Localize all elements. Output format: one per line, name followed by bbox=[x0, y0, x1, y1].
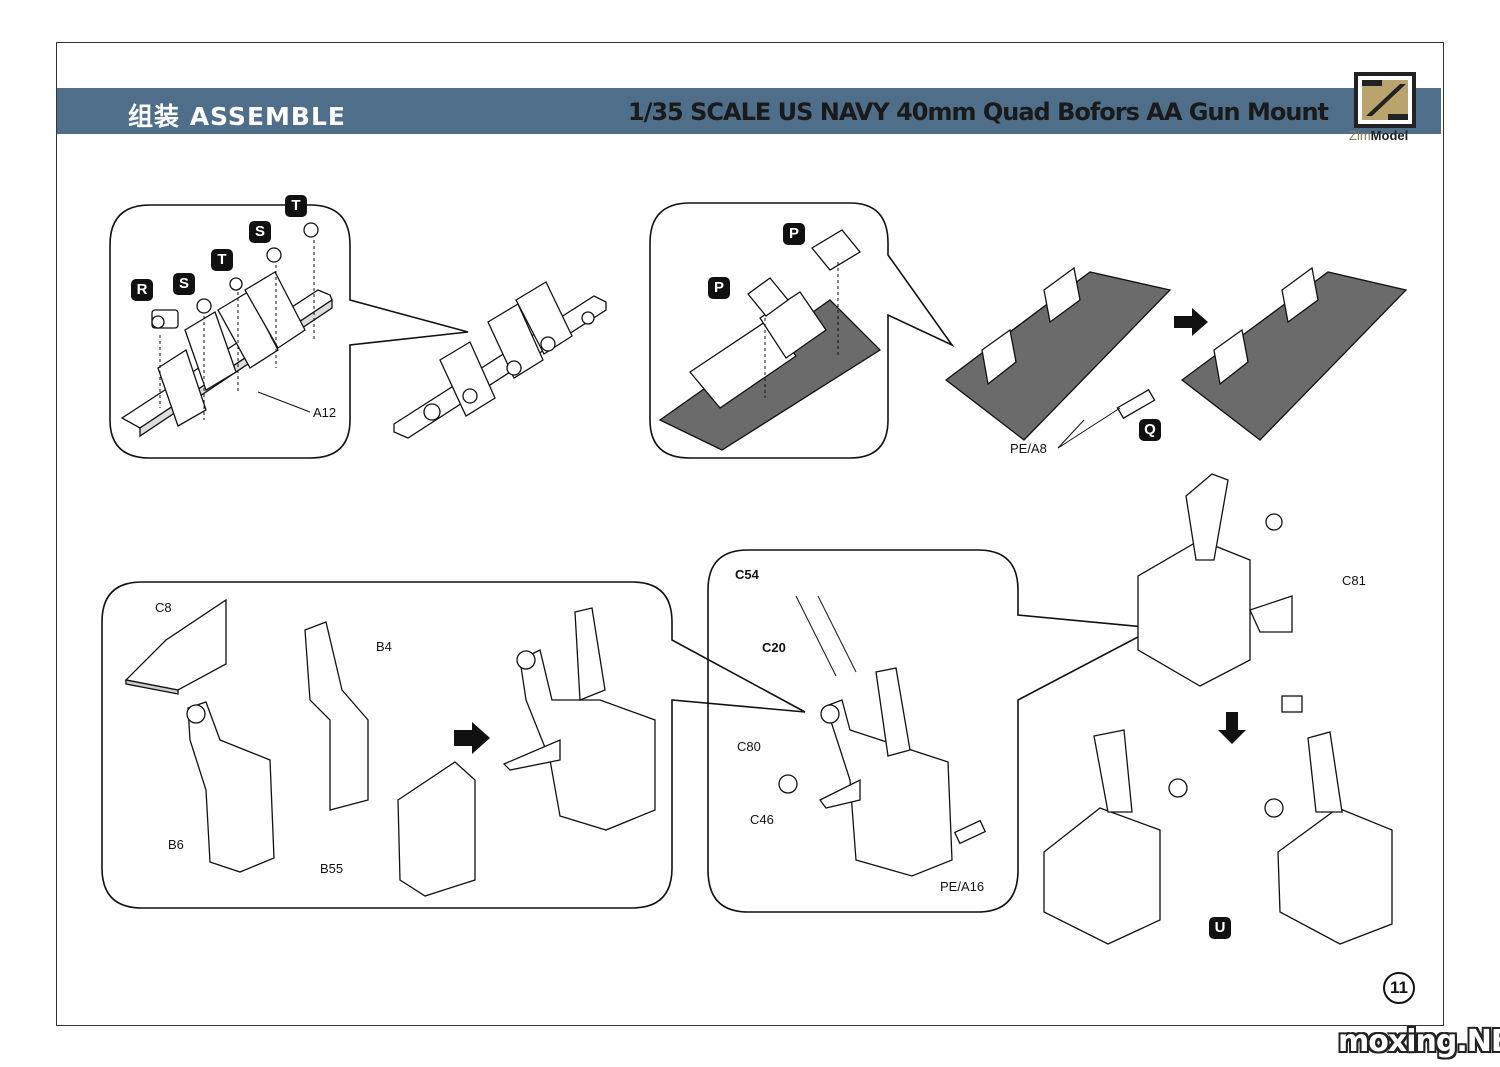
part-label-pe-a16: PE/A16 bbox=[940, 879, 985, 894]
mesh-platform bbox=[658, 229, 882, 451]
mount-half-c8 bbox=[124, 598, 227, 695]
mount-assembled bbox=[502, 607, 656, 831]
callout-bubble bbox=[109, 204, 469, 459]
brand-name: ZimModel bbox=[1349, 128, 1409, 143]
page-frame bbox=[56, 42, 1444, 1026]
step-badge-s: S bbox=[249, 221, 271, 243]
step-badge-q: Q bbox=[1139, 419, 1161, 441]
mount-final-top bbox=[1137, 473, 1303, 713]
platform-final bbox=[1180, 266, 1408, 441]
step-badge-s: S bbox=[173, 273, 195, 295]
mount-box-b55 bbox=[397, 761, 476, 897]
part-label-b6: B6 bbox=[168, 837, 184, 852]
kit-title: 1/35 SCALE US NAVY 40mm Quad Bofors AA G… bbox=[627, 98, 1329, 126]
mount-final-right bbox=[1264, 731, 1393, 945]
step-badge-t: T bbox=[285, 195, 307, 217]
part-label-c20: C20 bbox=[762, 640, 786, 655]
brand-logo bbox=[1354, 72, 1416, 128]
step-badge-r: R bbox=[131, 279, 153, 301]
part-label-c54: C54 bbox=[735, 567, 759, 582]
arrow-right-icon bbox=[1174, 308, 1208, 336]
section-title: 组装 ASSEMBLE bbox=[128, 102, 346, 131]
step-badge-p: P bbox=[708, 277, 730, 299]
callout-bubble bbox=[707, 549, 1158, 913]
mount-half-b6 bbox=[186, 701, 275, 873]
part-label-c80: C80 bbox=[737, 739, 761, 754]
part-label-b55: B55 bbox=[320, 861, 344, 876]
step-badge-t: T bbox=[211, 249, 233, 271]
mount-final-left bbox=[1043, 729, 1188, 945]
arrow-right-icon bbox=[454, 722, 490, 754]
mount-with-details bbox=[778, 667, 987, 877]
part-label-a12: A12 bbox=[313, 405, 337, 420]
arrow-down-icon bbox=[1218, 712, 1246, 744]
step-badge-u: U bbox=[1209, 917, 1231, 939]
watermark: moxing.NET bbox=[1338, 1024, 1500, 1059]
part-label-b4: B4 bbox=[376, 639, 392, 654]
step-badge-p: P bbox=[783, 223, 805, 245]
assembled-rail bbox=[393, 281, 607, 439]
part-label-c8: C8 bbox=[155, 600, 172, 615]
page-number: 11 bbox=[1383, 972, 1415, 1004]
callout-bubble bbox=[101, 581, 806, 909]
callout-bubble bbox=[649, 202, 955, 459]
platform-assembly bbox=[944, 266, 1172, 441]
part-label-c46: C46 bbox=[750, 812, 774, 827]
mount-half-b4 bbox=[304, 621, 369, 811]
gun-rail-part bbox=[120, 222, 333, 438]
part-label-c81: C81 bbox=[1342, 573, 1366, 588]
header-bar bbox=[57, 88, 1441, 134]
part-label-pe-a8: PE/A8 bbox=[1010, 441, 1047, 456]
